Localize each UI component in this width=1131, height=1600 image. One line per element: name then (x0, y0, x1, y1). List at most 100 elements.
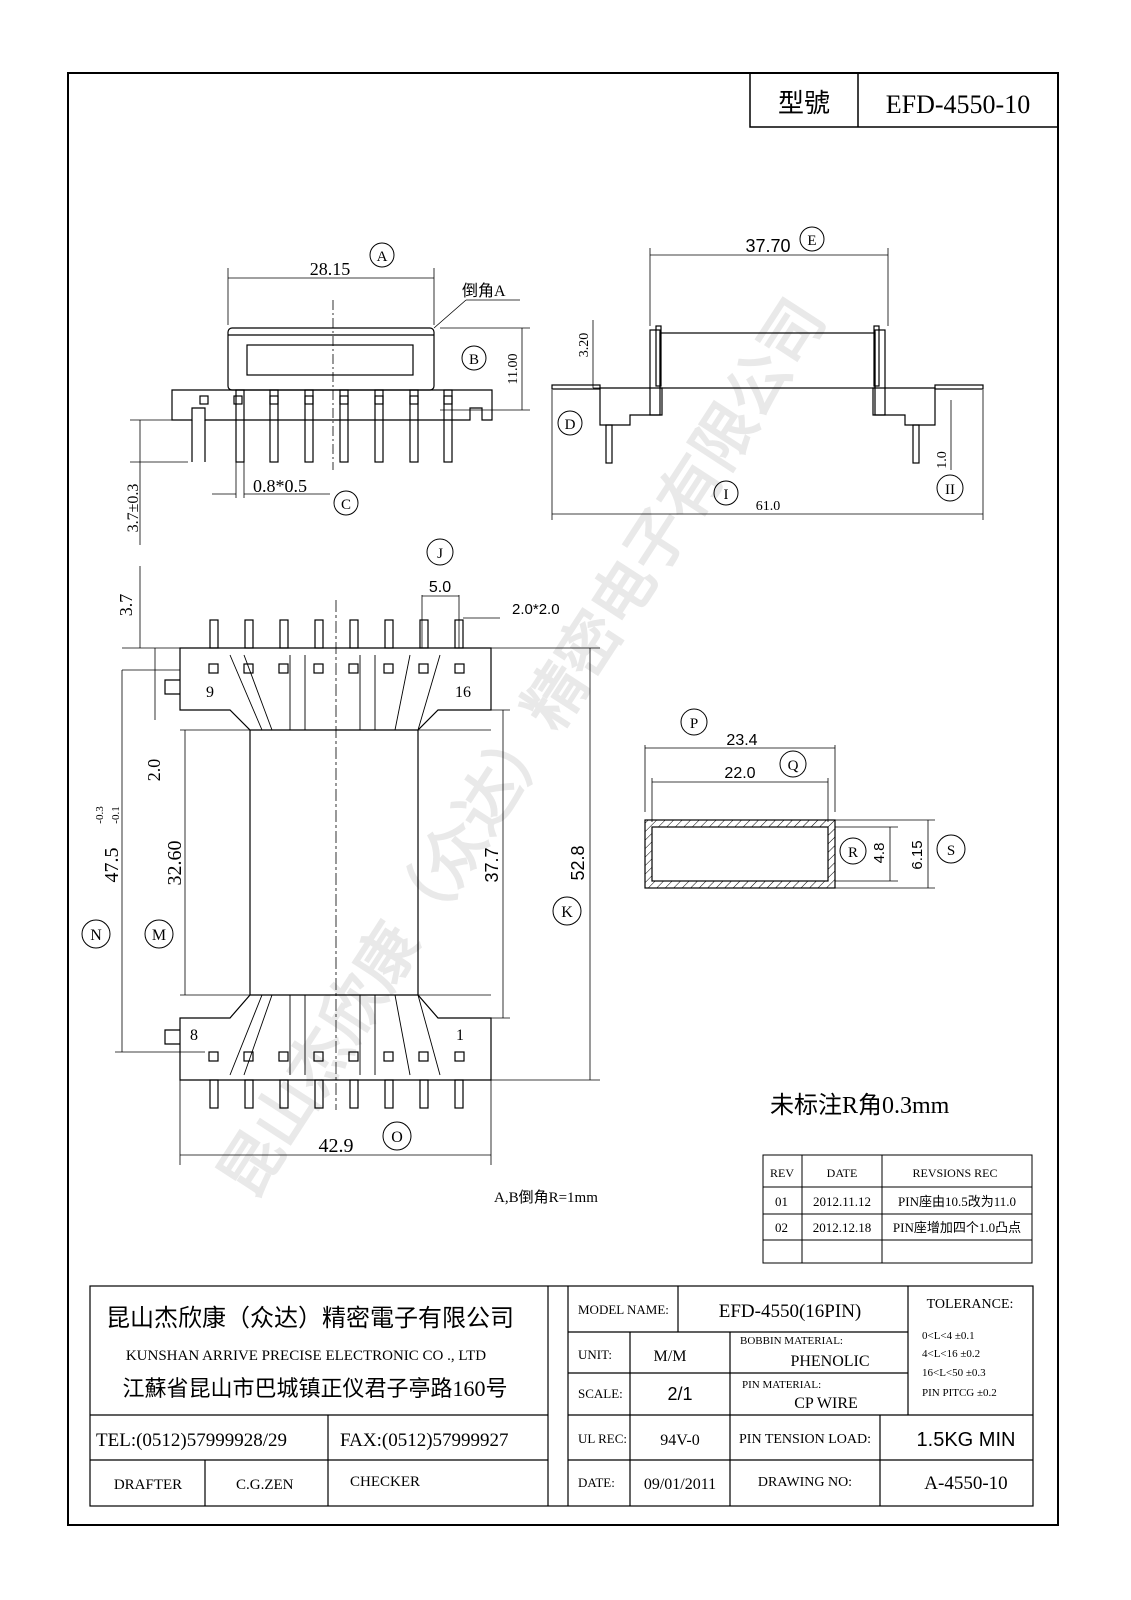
pin-label-1: 1 (456, 1027, 464, 1044)
rev-row-2-rev: 02 (775, 1220, 788, 1235)
label-i: I (724, 487, 729, 503)
dim-n-tol-down: -0.1 (110, 806, 122, 823)
pin-tension-value: 1.5KG MIN (917, 1429, 1016, 1451)
label-circle-c (333, 490, 359, 516)
pin-material-value: CP WIRE (794, 1395, 858, 1412)
label-circle-p (680, 708, 708, 736)
drawing-no-value: A-4550-10 (924, 1473, 1007, 1494)
scale-label: SCALE: (578, 1386, 623, 1401)
company-name-cn: 昆山杰欣康（众达）精密電子有限公司 (106, 1305, 514, 1332)
label-ii: II (945, 482, 955, 498)
unit-label: UNIT: (578, 1347, 612, 1362)
top-view (115, 566, 600, 1165)
tolerance-2: 4<L<16 ±0.2 (922, 1348, 980, 1360)
dim-k-value: 52.8 (568, 845, 588, 880)
label-o: O (391, 1129, 403, 1146)
rev-row-2-date: 2012.12.18 (813, 1220, 872, 1235)
label-r: R (848, 845, 858, 861)
date-label: DATE: (578, 1475, 615, 1490)
dim-o-value: 42.9 (319, 1135, 354, 1157)
dim-s-value: 6.15 (909, 840, 926, 869)
dim-pin-size: 0.8*0.5 (253, 476, 307, 496)
company-fax: FAX:(0512)57999927 (340, 1430, 509, 1451)
dim-3-20: 3.20 (577, 333, 592, 358)
label-p: P (690, 716, 698, 732)
dim-e-value: 37.70 (745, 236, 790, 256)
drafter-name: C.G.ZEN (236, 1477, 294, 1493)
rev-row-1-rev: 01 (775, 1194, 788, 1209)
pin-label-16: 16 (455, 684, 471, 701)
checker-label: CHECKER (350, 1474, 420, 1490)
dim-p-value: 23.4 (726, 732, 757, 749)
bobbin-material-value: PHENOLIC (790, 1353, 869, 1370)
tolerance-1: 0<L<4 ±0.1 (922, 1330, 975, 1342)
unit-value: M/M (654, 1348, 687, 1365)
pin-material-label: PIN MATERIAL: (742, 1379, 821, 1391)
date-value: 09/01/2011 (644, 1476, 716, 1493)
front-view (130, 268, 530, 545)
drafter-label: DRAFTER (114, 1477, 182, 1493)
side-view (551, 248, 984, 520)
label-circle-o (382, 1121, 412, 1151)
label-circle-i (713, 480, 739, 506)
label-circle-b (461, 345, 487, 371)
rev-header-date: DATE (827, 1166, 858, 1180)
pin-tension-label: PIN TENSION LOAD: (739, 1432, 871, 1447)
label-circle-d (557, 410, 583, 436)
model-box-label: 型號 (778, 89, 830, 118)
rev-row-1-date: 2012.11.12 (813, 1194, 871, 1209)
rev-row-1-rec: PIN座由10.5改为11.0 (898, 1194, 1016, 1209)
wire-slots (229, 654, 441, 1076)
model-name-label: MODEL NAME: (578, 1302, 669, 1317)
rev-row-2-rec: PIN座增加四个1.0凸点 (893, 1220, 1021, 1235)
label-m: M (152, 927, 166, 944)
dim-m-value: 32.60 (164, 841, 186, 886)
label-circle-ii (936, 474, 964, 502)
dim-q-value: 22.0 (724, 765, 755, 782)
dim-n-value: 47.5 (101, 848, 123, 883)
label-circle-s (936, 834, 966, 864)
company-address: 江蘇省昆山市巴城镇正仪君子亭路160号 (122, 1376, 507, 1401)
label-s: S (947, 843, 955, 859)
ul-rec-label: UL REC: (578, 1431, 627, 1446)
tolerance-label: TOLERANCE: (927, 1297, 1014, 1312)
label-circle-j (426, 538, 454, 566)
label-b: B (469, 352, 479, 368)
section-view (644, 745, 935, 889)
label-a: A (377, 249, 388, 265)
company-tel: TEL:(0512)57999928/29 (96, 1430, 287, 1451)
company-name-en: KUNSHAN ARRIVE PRECISE ELECTRONIC CO ., … (126, 1348, 486, 1364)
tolerance-4: PIN PITCG ±0.2 (922, 1387, 997, 1399)
dim-a-value: 28.15 (310, 259, 351, 279)
dim-i-value: 61.0 (756, 499, 781, 514)
label-j: J (437, 546, 443, 562)
label-c: C (341, 497, 351, 513)
dim-b-value: 11.00 (506, 354, 521, 385)
top-pins (208, 619, 465, 1109)
dim-3-7: 3.7 (116, 594, 136, 617)
label-e: E (807, 233, 816, 249)
dim-2-0: 2.0 (144, 759, 164, 782)
label-d: D (565, 417, 576, 433)
pin-label-8: 8 (190, 1027, 198, 1044)
label-circle-k (552, 896, 582, 926)
dim-inner-height: 37.7 (482, 847, 502, 882)
bobbin-material-label: BOBBIN MATERIAL: (740, 1335, 843, 1347)
label-circle-q (779, 750, 807, 778)
model-box-value: EFD-4550-10 (886, 90, 1030, 119)
dim-ii-value: 1.0 (935, 451, 950, 469)
dim-r-value: 4.8 (871, 843, 888, 864)
ul-rec-value: 94V-0 (660, 1432, 699, 1449)
model-number-box: 型號 EFD-4550-10 (749, 72, 1059, 128)
label-n: N (90, 927, 102, 944)
rev-header-rec: REVSIONS REC (912, 1166, 997, 1180)
front-pins (199, 389, 453, 463)
dim-pin-length: 3.7±0.3 (125, 484, 142, 533)
label-circle-n (81, 919, 111, 949)
note-radius: 未标注R角0.3mm (770, 1092, 950, 1119)
drawing-border (67, 72, 1059, 1526)
label-k: K (561, 904, 573, 921)
label-q: Q (788, 758, 799, 774)
dim-j-value: 5.0 (429, 579, 451, 596)
revision-table (762, 1154, 1033, 1264)
